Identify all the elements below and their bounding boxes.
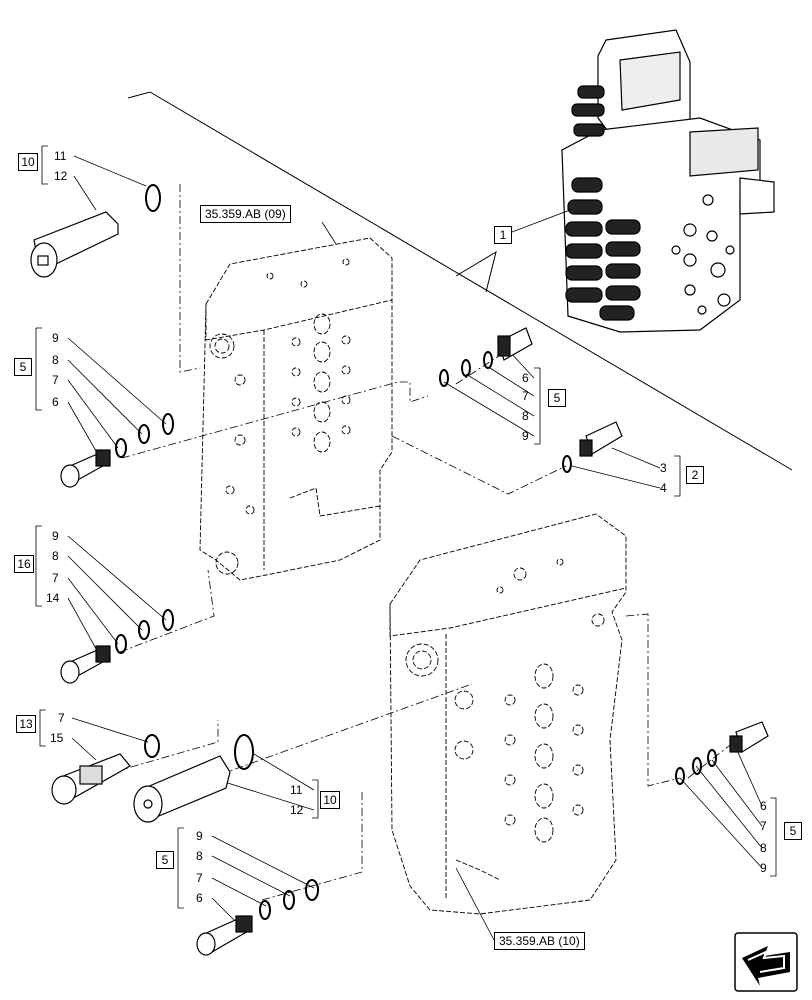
callout-7: 7 [58,711,65,725]
group-box-16: 16 [14,555,34,573]
callout-8: 8 [760,841,767,855]
group-box-5: 5 [548,389,566,407]
group-box-2: 2 [686,466,704,484]
callout-12: 12 [54,169,68,183]
callout-15: 15 [50,731,64,745]
callout-9: 9 [52,529,59,543]
group-box-13: 13 [16,715,36,733]
reference-lower-section[interactable]: 35.359.AB (10) [494,932,585,950]
cartridge-14 [60,645,111,684]
cartridge-6-lower [196,915,253,956]
callout-8: 8 [52,353,59,367]
callout-9: 9 [760,861,767,875]
callout-11: 11 [290,783,303,797]
callout-9: 9 [196,829,203,843]
callout-6: 6 [52,395,59,409]
cartridge-3 [579,421,623,457]
o-rings [115,184,717,920]
callout-8: 8 [52,549,59,563]
upper-valve-section [199,237,393,581]
arrow-nav-icon[interactable] [734,932,798,992]
callout-7: 7 [52,571,59,585]
group-box-5: 5 [14,358,32,376]
cartridge-6-right-upper [497,327,533,361]
callout-9: 9 [522,429,529,443]
callout-7: 7 [760,819,767,833]
cartridge-6-upper [60,449,111,488]
callout-6: 6 [760,799,767,813]
reference-upper-section[interactable]: 35.359.AB (09) [200,205,291,223]
frame-line [127,91,793,471]
group-box-10: 10 [18,153,38,171]
callout-3: 3 [660,461,667,475]
callout-8: 8 [196,849,203,863]
group-box-1: 1 [494,226,512,244]
group-box-5: 5 [156,851,174,869]
group-box-10: 10 [320,791,340,809]
cartridge-6-right-lower [729,721,769,753]
assembled-valve-image [561,29,775,333]
callout-8: 8 [522,409,529,423]
plug-15 [51,753,131,805]
callout-4: 4 [660,481,667,495]
cartridges [30,211,769,956]
callout-6: 6 [196,891,203,905]
plug-12-lower [133,755,231,823]
callout-12: 12 [290,803,304,817]
callout-11: 11 [54,149,67,163]
lower-valve-section [389,513,627,915]
callout-7: 7 [52,373,59,387]
frame-line [455,250,497,293]
plug-12-upper [30,211,119,278]
callout-7: 7 [196,871,203,885]
group-box-5: 5 [784,822,802,840]
callout-7: 7 [522,389,529,403]
callout-6: 6 [522,371,529,385]
callout-14: 14 [46,591,60,605]
callout-9: 9 [52,331,59,345]
